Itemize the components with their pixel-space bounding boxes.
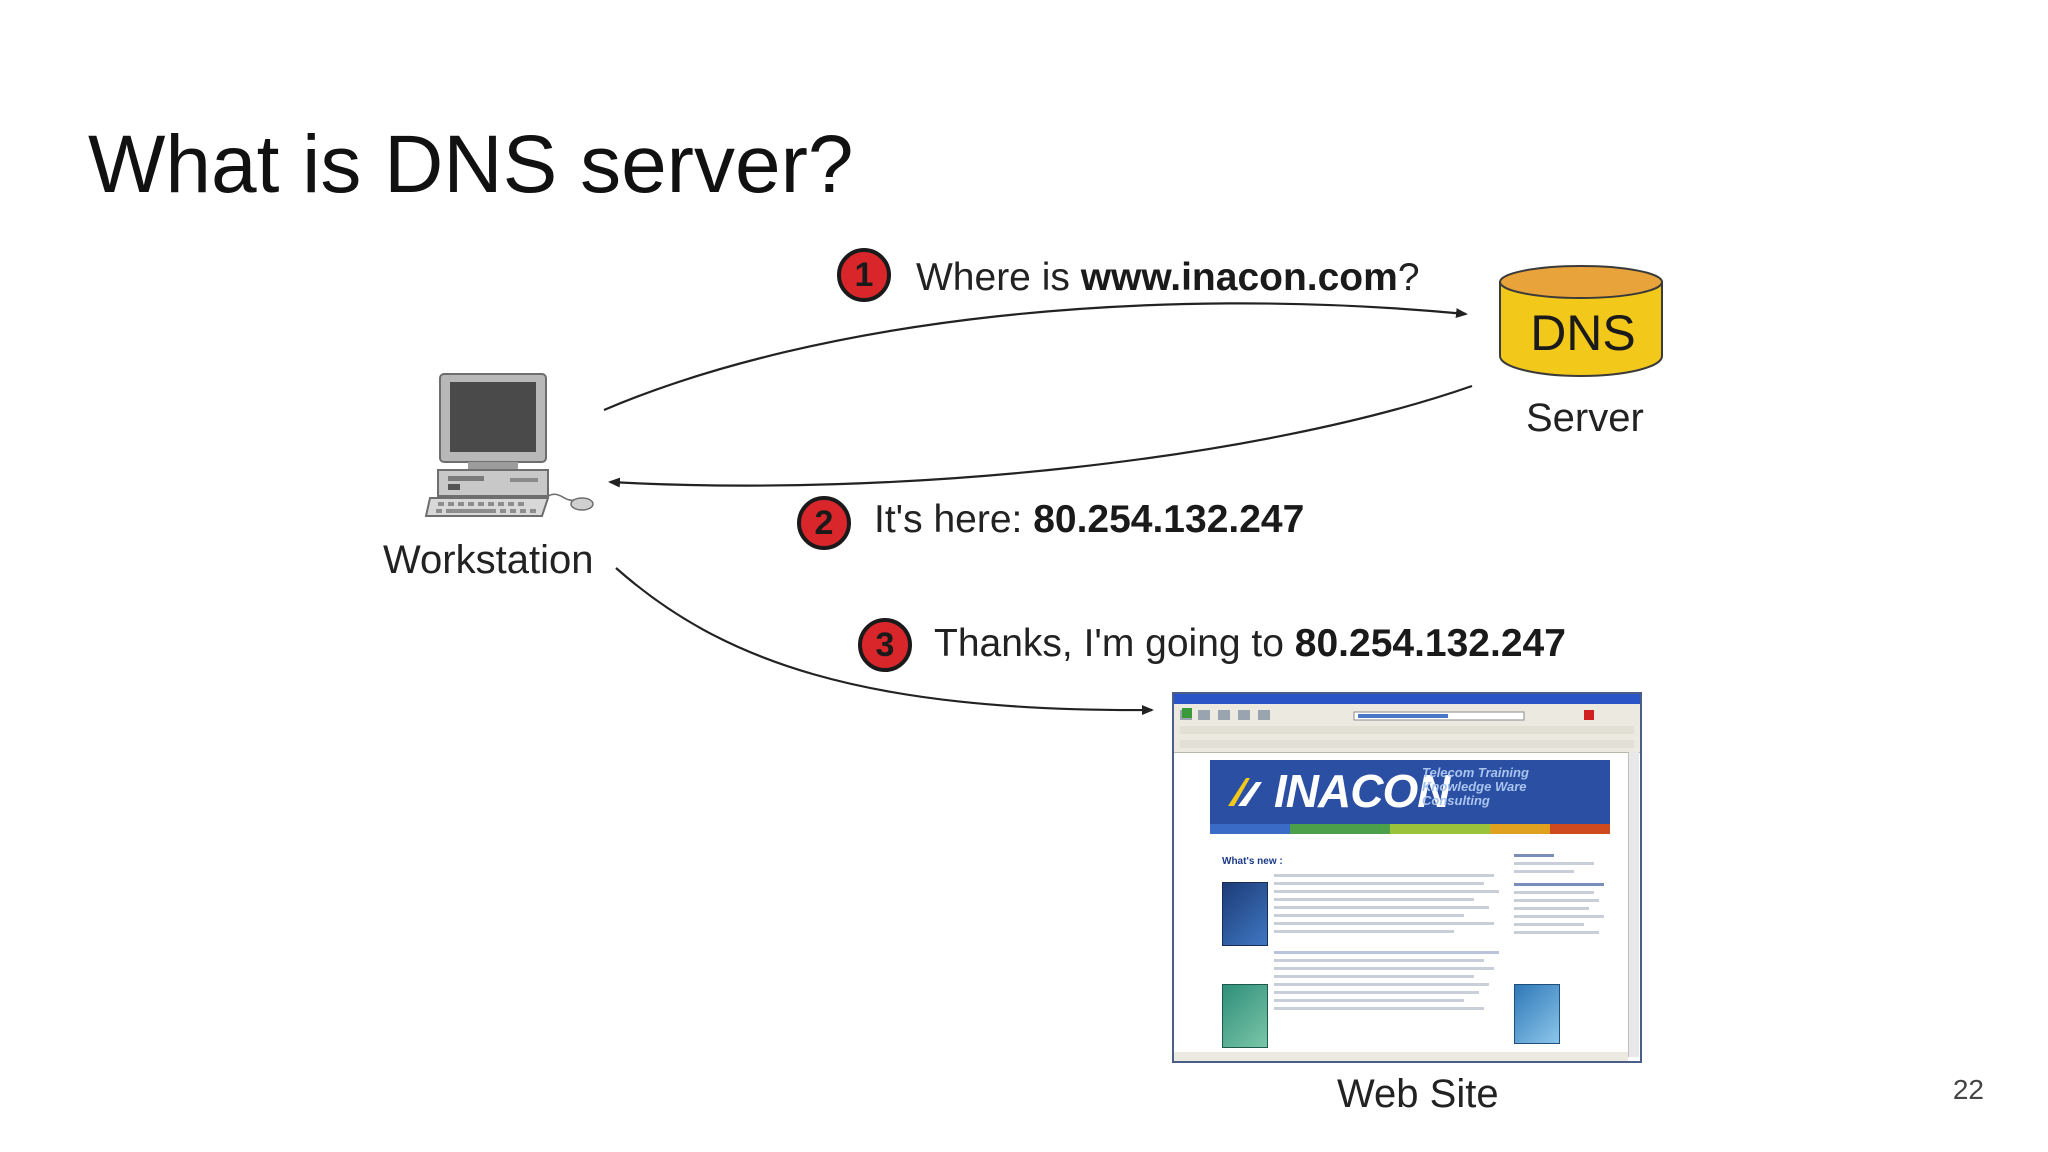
step-2-badge: 2: [797, 496, 851, 550]
page-number: 22: [1952, 1074, 1984, 1105]
inacon-logo-icon: [1228, 778, 1262, 806]
website-label: Web Site: [1337, 1072, 1499, 1116]
step-2-text: It's here:: [874, 498, 1034, 541]
book-cover-image: [1514, 984, 1560, 1044]
step-3-ip: 80.254.132.247: [1294, 622, 1566, 665]
browser-statusbar: [1174, 1052, 1628, 1061]
browser-toolbar: [1174, 704, 1640, 753]
browser-toolbar-buttons-icon: [1180, 708, 1634, 748]
step-2-ip: 80.254.132.247: [1033, 498, 1305, 541]
step-1-message: Where is www.inacon.com?: [916, 256, 1420, 300]
website-body-text: [1274, 874, 1504, 1015]
step-1-suffix: ?: [1397, 256, 1420, 299]
website-nav-bar: [1210, 824, 1610, 834]
step-3-message: Thanks, I'm going to 80.254.132.247: [934, 622, 1566, 666]
browser-scrollbar: [1628, 752, 1639, 1057]
workstation-label: Workstation: [383, 538, 594, 582]
browser-titlebar: [1174, 694, 1640, 704]
slide-title: What is DNS server?: [88, 119, 854, 210]
dns-label: DNS: [1530, 305, 1636, 361]
website-sidebar-text: [1514, 854, 1614, 939]
dns-server-icon: [1499, 265, 1663, 377]
step-1-domain: www.inacon.com: [1080, 256, 1398, 299]
step-1-text: Where is: [916, 256, 1081, 299]
arrow-response: [608, 384, 1473, 488]
step-2-message: It's here: 80.254.132.247: [874, 498, 1304, 542]
website-logo: INACON: [1274, 765, 1450, 817]
website-banner: [1210, 760, 1610, 824]
tagline-line-1: Telecom Training: [1422, 765, 1529, 780]
workstation-computer-icon: [424, 373, 594, 517]
step-3-text: Thanks, I'm going to: [934, 622, 1295, 665]
tagline-line-2: Knowledge Ware: [1422, 779, 1527, 794]
arrow-visit: [615, 567, 1154, 716]
step-1-badge: 1: [837, 248, 891, 302]
book-cover-image: [1222, 984, 1268, 1048]
website-screenshot: INACON Telecom Training Knowledge Ware C…: [1172, 692, 1642, 1063]
tagline-line-3: Consulting: [1422, 793, 1490, 808]
step-3-badge: 3: [858, 618, 912, 672]
website-heading: What's new :: [1222, 856, 1283, 867]
book-cover-image: [1222, 882, 1268, 946]
website-tagline: Telecom Training Knowledge Ware Consulti…: [1422, 766, 1529, 808]
server-label: Server: [1526, 396, 1644, 440]
arrow-request: [603, 302, 1468, 412]
